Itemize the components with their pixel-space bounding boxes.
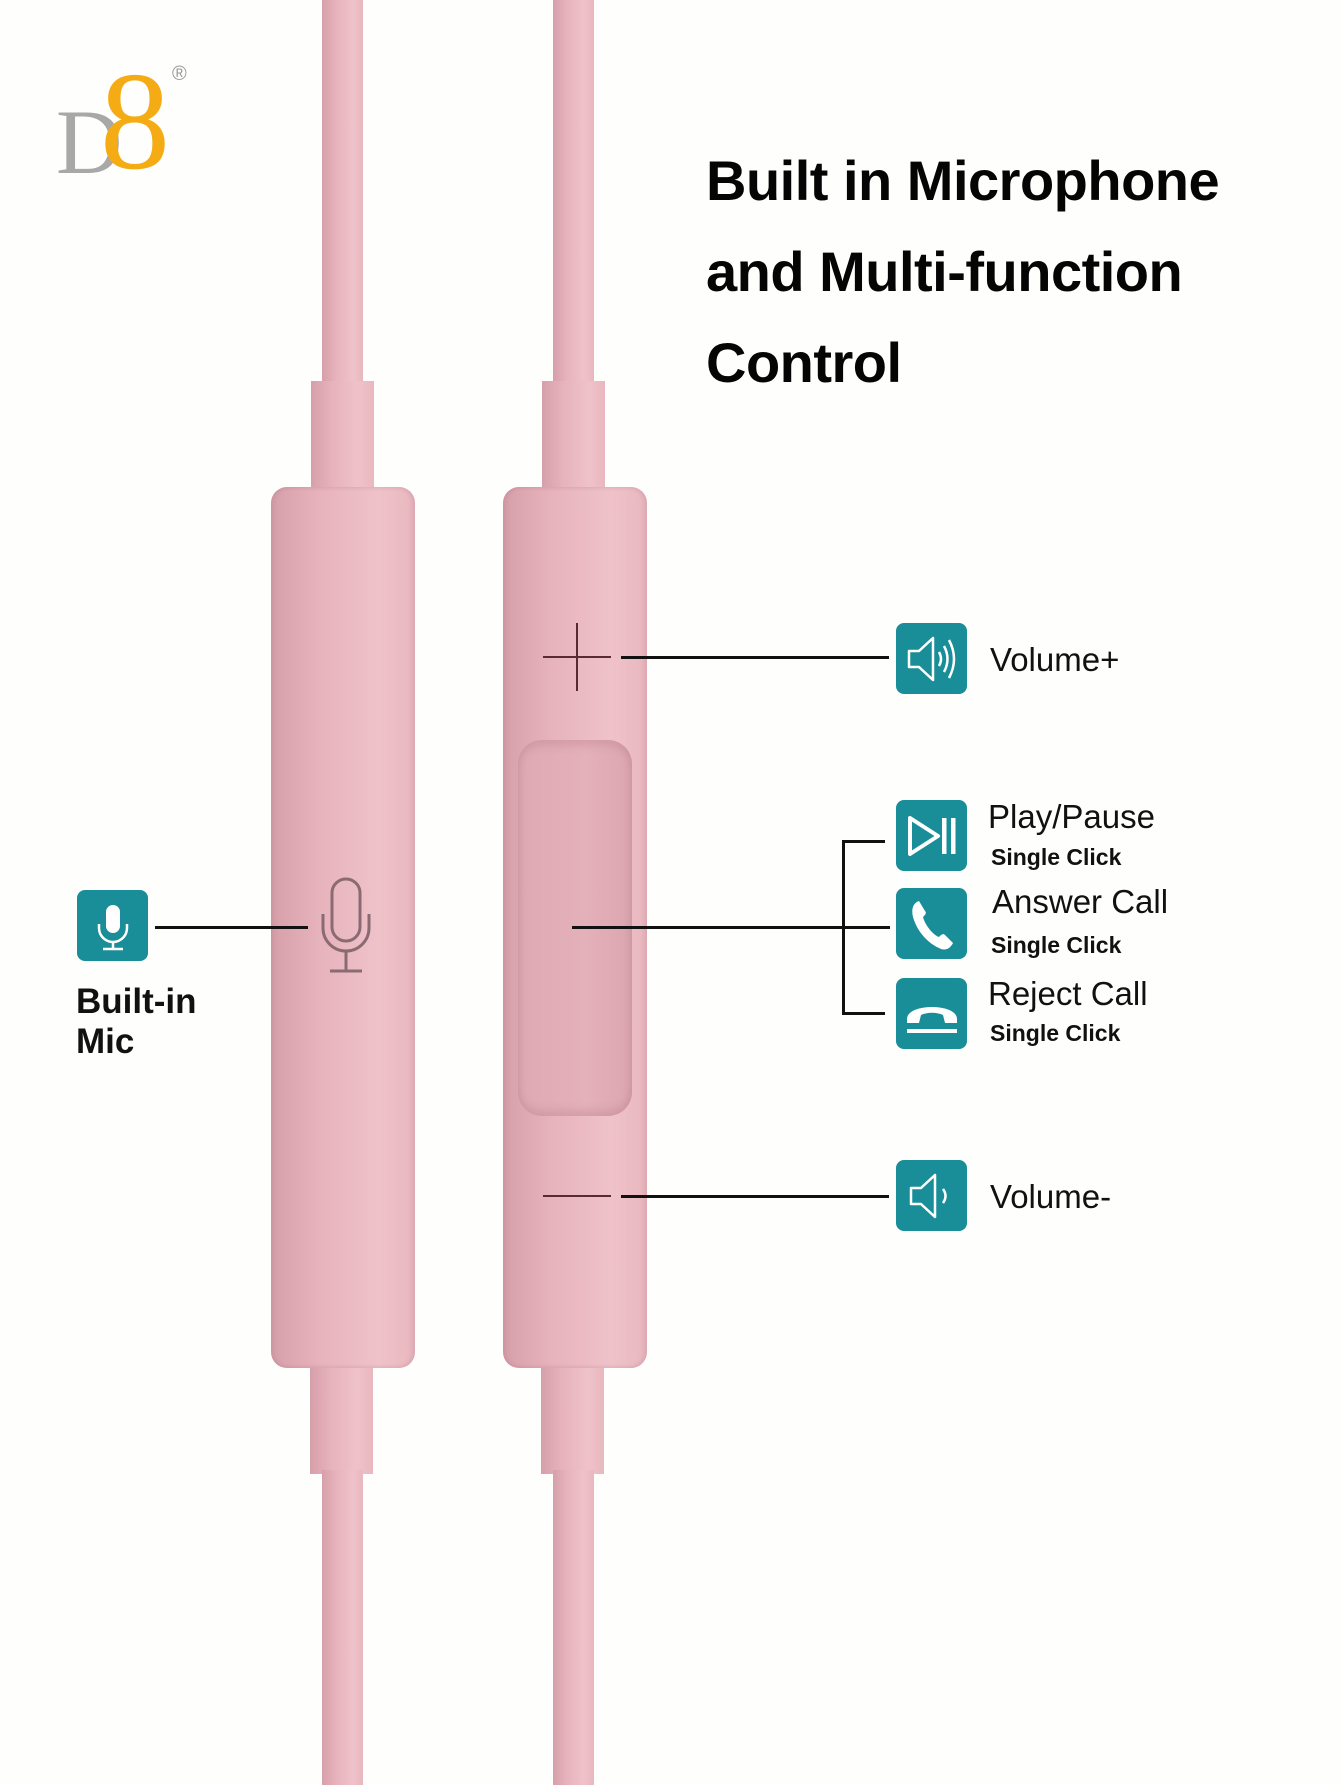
play-pause-icon bbox=[896, 800, 967, 871]
reject-call-action: Single Click bbox=[990, 1020, 1121, 1046]
phone-hangup-glyph bbox=[906, 1006, 957, 1033]
minus-mark-icon bbox=[543, 1195, 611, 1197]
left-cable-top bbox=[322, 0, 363, 385]
brand-logo: D 8 ® bbox=[56, 52, 196, 192]
volume-up-leader-line bbox=[621, 656, 889, 659]
mic-callout-icon bbox=[77, 890, 148, 961]
phone-hangup-icon bbox=[896, 978, 967, 1049]
right-cable-top bbox=[553, 0, 594, 385]
answer-call-action: Single Click bbox=[991, 932, 1122, 958]
left-collar-bottom bbox=[310, 1368, 373, 1474]
volume-down-button[interactable] bbox=[543, 1180, 613, 1212]
phone-glyph bbox=[911, 900, 953, 950]
volume-down-icon bbox=[896, 1160, 967, 1231]
bracket-bottom-arm bbox=[842, 1012, 885, 1015]
left-collar-top bbox=[311, 381, 374, 487]
logo-number: 8 bbox=[100, 44, 170, 199]
headline-line-1: Built in Microphone bbox=[706, 149, 1220, 212]
play-pause-glyph bbox=[907, 815, 955, 856]
mic-label-line-2: Mic bbox=[76, 1022, 135, 1061]
left-cable-bottom bbox=[322, 1470, 363, 1785]
play-pause-action: Single Click bbox=[991, 844, 1122, 870]
answer-call-label: Answer Call bbox=[992, 883, 1169, 920]
right-collar-bottom bbox=[541, 1368, 604, 1474]
mic-leader-line bbox=[155, 926, 308, 929]
play-pause-label: Play/Pause bbox=[988, 798, 1155, 835]
headline-line-3: Control bbox=[706, 331, 902, 394]
volume-up-label: Volume+ bbox=[990, 641, 1120, 678]
reject-call-label: Reject Call bbox=[988, 975, 1148, 1012]
volume-down-label: Volume- bbox=[990, 1178, 1112, 1215]
center-leader-line bbox=[572, 926, 890, 929]
registered-mark: ® bbox=[172, 63, 187, 85]
headline: Built in Microphone and Multi-function C… bbox=[706, 135, 1220, 408]
speaker-loud-icon bbox=[907, 636, 955, 681]
volume-down-leader-line bbox=[621, 1195, 889, 1198]
microphone-icon bbox=[97, 904, 128, 950]
headline-line-2: and Multi-function bbox=[706, 240, 1183, 303]
bracket-vertical bbox=[842, 840, 845, 1015]
right-collar-top bbox=[542, 381, 605, 487]
speaker-quiet-icon bbox=[909, 1173, 947, 1218]
right-cable-bottom bbox=[553, 1470, 594, 1785]
bracket-top-arm bbox=[842, 840, 885, 843]
phone-answer-icon bbox=[896, 888, 967, 959]
plus-mark-vertical bbox=[576, 623, 578, 691]
microphone-icon bbox=[321, 877, 371, 973]
mic-label-line-1: Built-in bbox=[76, 982, 197, 1021]
volume-up-button[interactable] bbox=[543, 623, 613, 691]
logo-letter: D bbox=[56, 91, 123, 193]
mic-label: Built-in Mic bbox=[76, 982, 197, 1062]
volume-up-icon bbox=[896, 623, 967, 694]
